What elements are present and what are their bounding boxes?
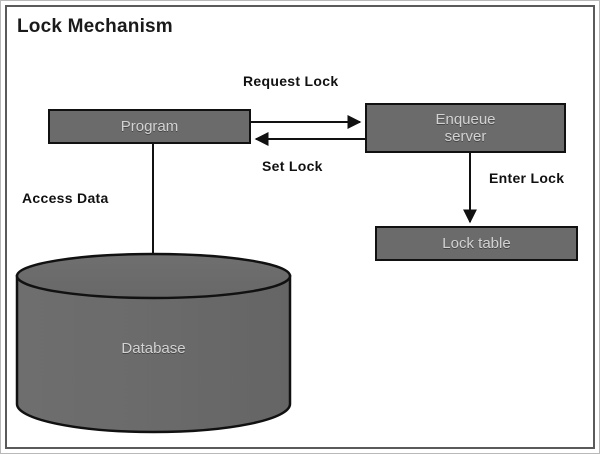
node-lock-table-label: Lock table xyxy=(442,234,511,252)
edge-label-access-data: Access Data xyxy=(22,190,109,206)
edge-label-enter-lock: Enter Lock xyxy=(489,170,565,186)
node-enqueue-server-label-line1: Enqueue xyxy=(435,110,496,128)
database-cylinder xyxy=(15,252,292,434)
node-lock-table[interactable]: Lock table xyxy=(375,226,578,261)
edge-label-request-lock: Request Lock xyxy=(243,73,339,89)
node-enqueue-server[interactable]: Enqueue server xyxy=(365,103,566,153)
node-enqueue-server-label-line2: server xyxy=(444,128,487,145)
diagram-title: Lock Mechanism xyxy=(17,16,173,37)
node-enqueue-server-label: Enqueue server xyxy=(435,111,495,146)
node-program-label: Program xyxy=(120,117,179,135)
node-program[interactable]: Program xyxy=(48,109,251,144)
edge-label-set-lock: Set Lock xyxy=(262,158,323,174)
